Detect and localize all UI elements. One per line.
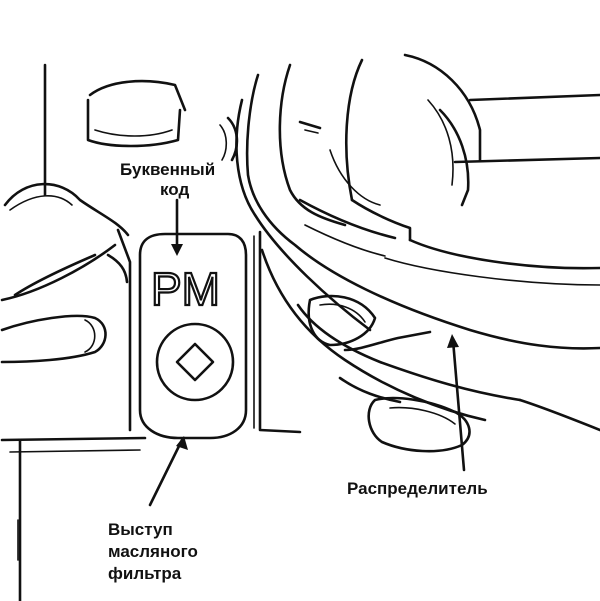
- label-oil-filter-line2: масляного: [108, 542, 198, 561]
- upper-cylinder: [86, 79, 239, 162]
- oil-filter-boss: [138, 230, 302, 440]
- leader-distributor: [447, 334, 466, 472]
- distributor: [235, 53, 600, 453]
- label-oil-filter-line3: фильтра: [108, 564, 182, 583]
- stamp-letter-code: PM: [151, 263, 220, 315]
- leader-letter-code: [171, 198, 183, 256]
- leader-oil-filter: [148, 436, 188, 507]
- label-oil-filter-line1: Выступ: [108, 520, 173, 539]
- label-letter-code-line1: Буквенный: [120, 160, 215, 179]
- label-distributor: Распределитель: [347, 479, 488, 498]
- label-letter-code-line2: код: [160, 180, 189, 199]
- engine-block-left: [0, 63, 147, 601]
